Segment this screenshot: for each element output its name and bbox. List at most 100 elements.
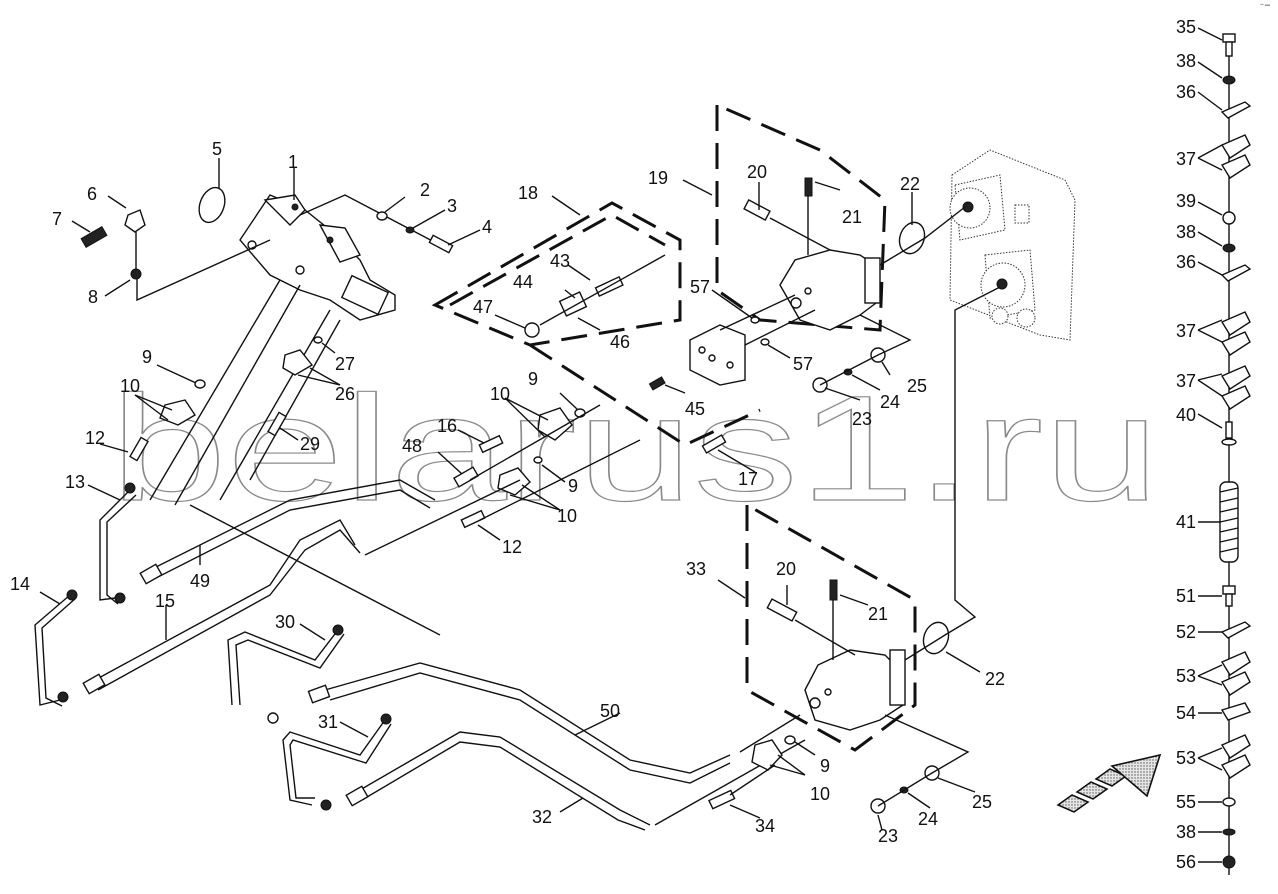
nut-icon: [1222, 211, 1236, 225]
part-10-clamp-left: [159, 399, 196, 426]
callout-6: 6: [87, 184, 97, 204]
part-12-bolt-mid: [460, 509, 486, 529]
callout-16: 16: [437, 416, 457, 436]
callout-24-lower: 24: [918, 809, 938, 829]
callout-9-mid-b: 9: [568, 476, 578, 496]
pipe-30: [227, 624, 345, 706]
callout-46: 46: [610, 332, 630, 352]
hose-49: [139, 479, 436, 585]
part-5-oring: [198, 186, 226, 224]
part-21-sensor-lower: [829, 579, 838, 601]
callout-43: 43: [550, 251, 570, 271]
callout-8: 8: [88, 287, 98, 307]
part-27-oring: [313, 336, 323, 344]
callout-10-lower: 10: [810, 784, 830, 804]
callout-22-upper: 22: [900, 174, 920, 194]
leader-lines: [39, 158, 981, 831]
pump-assembly-main: [149, 194, 396, 506]
callout-29: 29: [300, 434, 320, 454]
callout-44: 44: [513, 272, 533, 292]
callout-21-upper: 21: [842, 207, 862, 227]
callout-10-mid-b: 10: [557, 506, 577, 526]
bolt-icon: [1222, 33, 1236, 57]
callout-27: 27: [335, 354, 355, 374]
part-8-plug: [130, 268, 142, 280]
part-34-bolt: [708, 789, 736, 810]
callout-20-upper: 20: [747, 162, 767, 182]
washer-icon: [1222, 243, 1236, 253]
callout-5: 5: [212, 139, 222, 159]
part-22-oring-upper: [898, 221, 926, 255]
callout-13: 13: [65, 472, 85, 492]
part-57-oring-b: [760, 338, 770, 346]
stack-label-51: 51: [1176, 586, 1196, 606]
stack-label-54: 54: [1176, 703, 1196, 723]
stack-label-38: 38: [1176, 222, 1196, 242]
callout-57-upper: 57: [690, 277, 710, 297]
callout-12-mid: 12: [502, 537, 522, 557]
part-45-plug: [648, 376, 666, 391]
part-22-oring-lower: [922, 621, 950, 655]
gearbox-housing: [949, 149, 1076, 341]
group-18-outline: [431, 201, 682, 347]
part-9-oring-left: [194, 379, 206, 389]
callout-4: 4: [482, 217, 492, 237]
pipe-31: [282, 713, 392, 811]
callout-34: 34: [755, 816, 775, 836]
spacer-block-icon: [1220, 702, 1252, 721]
callout-48: 48: [402, 436, 422, 456]
part-48-fitting: [453, 466, 479, 488]
callout-45: 45: [685, 399, 705, 419]
stack-label-37: 37: [1176, 149, 1196, 169]
washer-icon: [1222, 75, 1236, 85]
part-6-elbow: [124, 209, 146, 233]
direction-arrow-icon: [1056, 753, 1162, 813]
screw-icon: [1221, 421, 1237, 446]
part-17-bolt: [701, 434, 727, 454]
callout-25-upper: 25: [907, 376, 927, 396]
callout-12-left: 12: [85, 428, 105, 448]
part-10-clamp-mid-a: [537, 407, 573, 441]
callout-9-mid-a: 9: [528, 369, 538, 389]
stack-label-53: 53: [1176, 748, 1196, 768]
callout-30: 30: [275, 612, 295, 632]
clamp-icon: [1220, 734, 1251, 779]
part-10-clamp-mid-b: [497, 467, 531, 496]
callout-57-lower: 57: [793, 354, 813, 374]
stack-label-36: 36: [1176, 82, 1196, 102]
stack-label-35: 35: [1176, 17, 1196, 37]
nut-icon: [1222, 855, 1236, 869]
part-10-clamp-lower: [751, 739, 783, 771]
group-33-outline: [745, 502, 917, 752]
callout-20-lower: 20: [776, 559, 796, 579]
plate-icon: [1220, 621, 1252, 639]
clamp-icon: [1220, 311, 1251, 356]
callout-24-upper: 24: [880, 392, 900, 412]
watermark: belarus1.ru: [110, 364, 1160, 532]
stack-label-38: 38: [1176, 822, 1196, 842]
part-57-oring-a: [750, 316, 760, 324]
callout-31: 31: [318, 712, 338, 732]
stack-label-39: 39: [1176, 191, 1196, 211]
part-9-oring-mid-b: [533, 456, 543, 464]
part-20-bolt: [743, 199, 771, 221]
stack-label-38: 38: [1176, 51, 1196, 71]
plate-icon: [1220, 264, 1252, 282]
stack-label-41: 41: [1176, 512, 1196, 532]
callout-49: 49: [190, 571, 210, 591]
callout-23-lower: 23: [878, 826, 898, 846]
callout-10-mid-a: 10: [490, 384, 510, 404]
part-3-washer: [405, 226, 415, 234]
callout-2: 2: [420, 180, 430, 200]
part-12-bolt-left: [129, 436, 149, 462]
callout-23-upper: 23: [852, 409, 872, 429]
stack-label-55: 55: [1176, 792, 1196, 812]
part-4-bolt: [428, 234, 454, 254]
pipe-13: [99, 482, 137, 605]
group-19-outline: [715, 102, 887, 332]
callout-17: 17: [738, 469, 758, 489]
stack-label-53: 53: [1176, 666, 1196, 686]
callout-7: 7: [52, 209, 62, 229]
part-9-oring-lower: [784, 735, 796, 745]
